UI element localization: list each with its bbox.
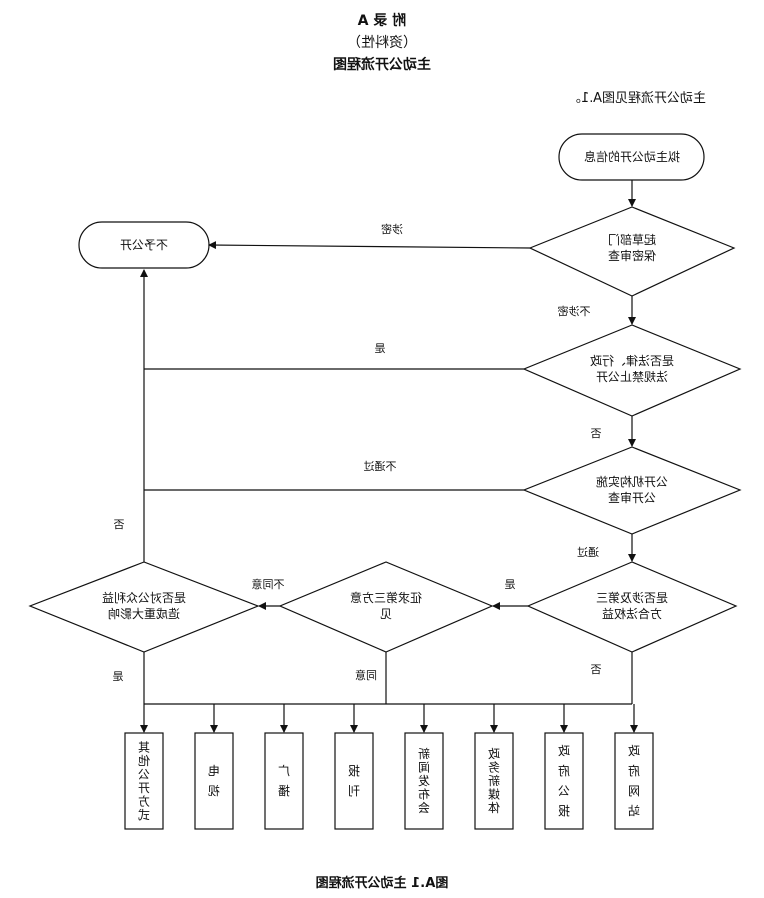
no-disclose-node: 不予公开 — [78, 221, 210, 269]
channel-label: 政务新媒体 — [488, 747, 500, 815]
public-impact-line2: 造成重大影响 — [108, 606, 180, 621]
confidentiality-review-line2: 保密审查 — [608, 248, 656, 263]
seek-opinion-line2: 见 — [380, 607, 392, 621]
label-law-no: 否 — [591, 427, 602, 440]
channel-box: 电视 — [194, 704, 234, 830]
channel-label: 广播 — [278, 764, 290, 798]
law-check-line2: 法规禁止公开 — [596, 369, 668, 384]
label-impact-yes: 是 — [113, 670, 124, 683]
label-third-yes: 是 — [505, 578, 516, 591]
public-impact-line1: 是否对公众利益 — [102, 591, 186, 605]
label-secret: 涉密 — [381, 222, 403, 236]
channel-box: 政府公报 — [544, 704, 584, 830]
law-check-line1: 是否法律、行政 — [590, 354, 674, 368]
figure-caption: 图A.1 主动公开流程图 — [316, 875, 449, 891]
channel-label: 报刊 — [348, 763, 360, 798]
confidentiality-review-line1: 起草部门 — [608, 232, 656, 247]
implementer-review-line2: 公开审查 — [608, 490, 656, 505]
third-party-check-diamond: 是否涉及第三 方合法权益 — [526, 561, 738, 653]
channel-box: 报刊 — [334, 704, 374, 830]
channel-boxes: 政府网站 政府公报 政务新媒体 新闻发布会 报刊 广播 电视 其他公开方式 — [124, 704, 654, 830]
channel-box: 政府网站 — [614, 704, 654, 830]
label-passed: 通过 — [577, 546, 599, 559]
channel-label: 新闻发布会 — [418, 746, 430, 815]
label-agree: 同意 — [355, 668, 377, 682]
third-party-check-line1: 是否涉及第三 — [596, 591, 668, 605]
implementer-review-diamond: 公开机构实施 公开审查 — [522, 446, 742, 535]
label-law-yes: 是 — [375, 342, 386, 355]
public-impact-diamond: 是否对公众利益 造成重大影响 — [28, 561, 260, 653]
implementer-review-line1: 公开机构实施 — [596, 474, 668, 489]
no-disclose-label: 不予公开 — [120, 238, 168, 252]
channel-box: 政务新媒体 — [474, 704, 514, 830]
law-check-diamond: 是否法律、行政 法规禁止公开 — [522, 324, 742, 417]
label-impact-no: 否 — [114, 518, 125, 531]
label-third-no: 否 — [591, 663, 602, 676]
label-not-secret: 不涉密 — [558, 304, 591, 318]
intro-text: 主动公开流程见图A.1。 — [568, 91, 706, 106]
confidentiality-review-diamond: 起草部门 保密审查 — [528, 206, 736, 297]
seek-opinion-line1: 征求第三方意 — [350, 590, 422, 605]
edge-secret — [208, 241, 531, 250]
label-not-passed: 不通过 — [364, 460, 397, 473]
channel-label: 政府网站 — [628, 744, 640, 818]
channel-label: 电视 — [208, 764, 220, 798]
channel-box: 其他公开方式 — [124, 704, 164, 830]
start-node: 拟主动公开的信息 — [558, 133, 705, 181]
channel-box: 广播 — [264, 704, 304, 830]
connectors — [140, 180, 636, 705]
channel-label: 其他公开方式 — [138, 740, 150, 822]
label-disagree: 不同意 — [252, 577, 285, 591]
start-node-label: 拟主动公开的信息 — [584, 149, 680, 164]
seek-opinion-diamond: 征求第三方意 见 — [278, 561, 494, 653]
channel-label: 政府公报 — [558, 744, 570, 818]
third-party-check-line2: 方合法权益 — [602, 606, 662, 621]
channel-box: 新闻发布会 — [404, 704, 444, 830]
